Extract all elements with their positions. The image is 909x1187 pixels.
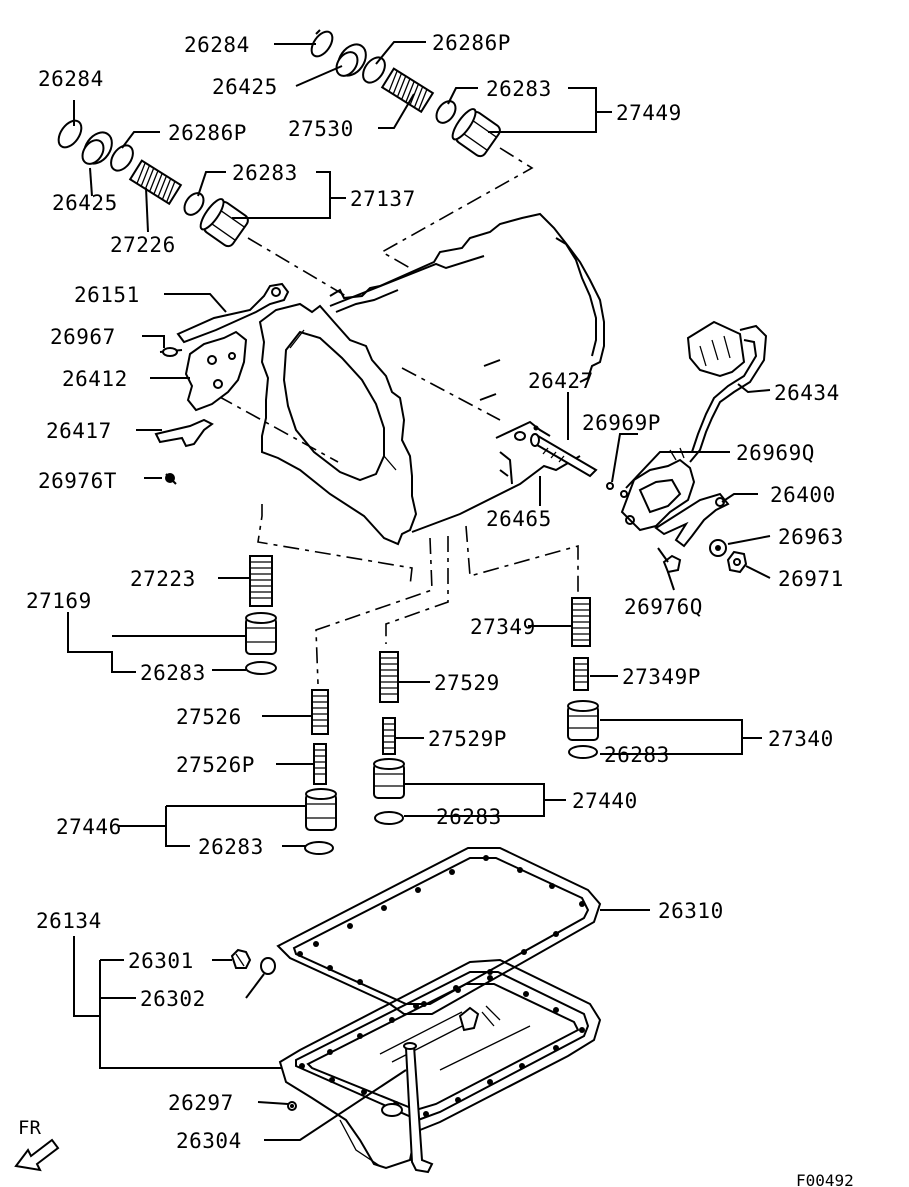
label-26427: 26427 <box>528 369 594 393</box>
label-27526: 27526 <box>176 705 242 729</box>
label-26286P-b: 26286P <box>168 121 247 145</box>
label-26283-c: 26283 <box>140 661 206 685</box>
label-26297: 26297 <box>168 1091 234 1115</box>
label-26286P-a: 26286P <box>432 31 511 55</box>
label-27529P: 27529P <box>428 727 507 751</box>
label-27226: 27226 <box>110 233 176 257</box>
leader-lines <box>67 41 771 1141</box>
label-26963: 26963 <box>778 525 844 549</box>
label-26969P: 26969P <box>582 411 661 435</box>
oil-pan-gasket-26310 <box>276 847 602 1015</box>
label-26425-b: 26425 <box>52 191 118 215</box>
label-27137: 27137 <box>350 187 416 211</box>
label-26971: 26971 <box>778 567 844 591</box>
label-26302: 26302 <box>140 987 206 1011</box>
front-label: FR <box>18 1117 41 1139</box>
manual-shaft-26427 <box>530 433 628 498</box>
part-labels: 26284 26286P 26425 26283 27530 27449 262… <box>26 31 844 1153</box>
label-27449: 27449 <box>616 101 682 125</box>
oil-pan-26134 <box>230 948 602 1174</box>
manual-linkage-parts <box>154 282 290 485</box>
label-27529: 27529 <box>434 671 500 695</box>
label-26151: 26151 <box>74 283 140 307</box>
label-26134: 26134 <box>36 909 102 933</box>
label-26967: 26967 <box>50 325 116 349</box>
label-26283-e: 26283 <box>436 805 502 829</box>
label-26976Q: 26976Q <box>624 595 703 619</box>
valve-stack-27440 <box>373 651 405 825</box>
label-27530: 27530 <box>288 117 354 141</box>
label-26969Q: 26969Q <box>736 441 815 465</box>
label-27446: 27446 <box>56 815 122 839</box>
label-26283-a: 26283 <box>486 77 552 101</box>
label-26400: 26400 <box>770 483 836 507</box>
label-26976T: 26976T <box>38 469 117 493</box>
label-26304: 26304 <box>176 1129 242 1153</box>
transmission-case <box>258 212 605 546</box>
label-27169: 27169 <box>26 589 92 613</box>
accumulator-group-27449 <box>310 29 501 158</box>
label-26310: 26310 <box>658 899 724 923</box>
label-27349: 27349 <box>470 615 536 639</box>
valve-stack-27340 <box>567 597 599 759</box>
label-27223: 27223 <box>130 567 196 591</box>
label-26434: 26434 <box>774 381 840 405</box>
label-26417: 26417 <box>46 419 112 443</box>
label-26283-b: 26283 <box>232 161 298 185</box>
accumulator-group-27137 <box>57 119 249 248</box>
label-26412: 26412 <box>62 367 128 391</box>
label-26284-b: 26284 <box>38 67 104 91</box>
label-26425-a: 26425 <box>212 75 278 99</box>
label-26465: 26465 <box>486 507 552 531</box>
figure-code: F00492 <box>796 1171 854 1187</box>
label-27526P: 27526P <box>176 753 255 777</box>
label-26284-a: 26284 <box>184 33 250 57</box>
valve-stack-27169 <box>245 555 277 675</box>
front-direction-indicator: FR <box>14 1117 60 1172</box>
label-27340: 27340 <box>768 727 834 751</box>
label-27349P: 27349P <box>622 665 701 689</box>
label-27440: 27440 <box>572 789 638 813</box>
valve-stack-27446 <box>304 689 337 855</box>
label-26301: 26301 <box>128 949 194 973</box>
inhibitor-switch-assembly <box>620 320 768 574</box>
front-arrow-icon <box>14 1138 60 1172</box>
label-26283-d: 26283 <box>604 743 670 767</box>
label-26283-f: 26283 <box>198 835 264 859</box>
